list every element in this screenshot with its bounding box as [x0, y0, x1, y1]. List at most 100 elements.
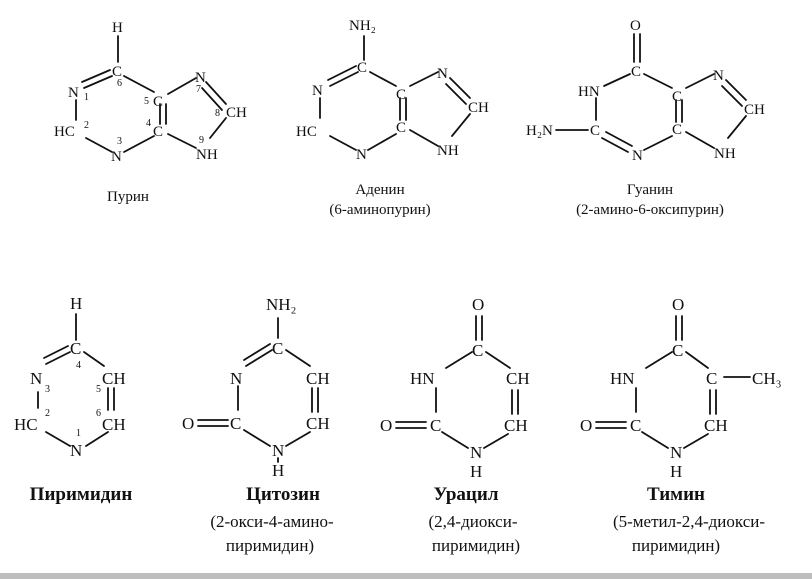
bond [685, 351, 709, 369]
atom-n9h: NH [196, 147, 218, 163]
bond [483, 433, 509, 449]
atom-c2: C [630, 416, 641, 435]
ring-number-6: 6 [96, 408, 101, 419]
bond [685, 73, 715, 89]
bond [329, 71, 359, 87]
atom-c6h: CH [704, 416, 728, 435]
ring-number-4: 4 [146, 118, 151, 129]
thymine-subtitle-line1: (5-метил-2,4-диокси- [612, 512, 766, 531]
atom-n1: N [670, 443, 682, 462]
bond [123, 135, 155, 153]
bond [85, 431, 109, 447]
bond [643, 135, 673, 151]
ring-number-2: 2 [84, 120, 89, 131]
ring-number-5: 5 [144, 96, 149, 107]
atom-c2: C [230, 414, 241, 433]
atom-c4: C [672, 122, 682, 138]
atom-hc2: HC [14, 415, 38, 434]
atom-c8h: CH [468, 100, 489, 116]
purine-name: Пурин [107, 189, 149, 205]
bond [683, 433, 709, 449]
atom-c2: C [430, 416, 441, 435]
guanine-name: Гуанин [626, 182, 674, 198]
atom-hn3: HN [410, 369, 435, 388]
atom-c4: C [396, 120, 406, 136]
atom-c8h: CH [226, 105, 247, 121]
atom-n7: N [437, 66, 448, 82]
bond [409, 129, 439, 147]
atom-o-left: O [380, 416, 392, 435]
thymine-subtitle-line2: пиримидин) [631, 536, 721, 555]
atom-c6h: CH [504, 416, 528, 435]
bond [409, 71, 439, 87]
atom-o: O [630, 18, 641, 34]
uracil-structure: O C HN CH O C CH N H [380, 295, 530, 481]
bottom-scrollbar-strip [0, 573, 812, 579]
cytosine-subtitle-line2: пиримидин) [225, 536, 315, 555]
bond [81, 69, 111, 83]
atom-nh2: NH₂ [349, 18, 376, 34]
atom-n7: N [713, 68, 724, 84]
atom-h: H [112, 20, 123, 36]
uracil-name: Урацил [433, 484, 499, 505]
atom-c5: C [706, 369, 717, 388]
atom-c2: C [590, 123, 600, 139]
atom-n1: N [68, 85, 79, 101]
bond [603, 73, 631, 87]
atom-c4: C [672, 341, 683, 360]
adenine-name: Аденин [355, 182, 405, 198]
guanine-subtitle: (2-амино-6-оксипурин) [576, 202, 724, 218]
cytosine-subtitle-line1: (2-окси-4-амино- [210, 512, 334, 531]
ring-number-1: 1 [76, 428, 81, 439]
pyrimidine-name: Пиримидин [29, 484, 133, 505]
bond [449, 77, 471, 99]
thymine-structure: O C HN C CH₃ O C CH N H [580, 295, 782, 481]
ring-number-2: 2 [45, 408, 50, 419]
atom-c5: C [153, 94, 163, 110]
ring-number-5: 5 [96, 384, 101, 395]
atom-n3: N [111, 149, 122, 165]
bond [245, 349, 273, 367]
atom-c6h: CH [102, 415, 126, 434]
ring-number-1: 1 [84, 92, 89, 103]
atom-c6: C [112, 64, 122, 80]
bond [243, 343, 271, 361]
bond [685, 131, 715, 149]
atom-hn1: HN [578, 84, 600, 100]
bond [367, 133, 397, 151]
atom-h: H [470, 462, 482, 481]
uracil-subtitle-line1: (2,4-диокси- [428, 512, 518, 531]
bond [43, 345, 69, 359]
bond [201, 87, 223, 111]
atom-h2n: H₂N [526, 123, 553, 139]
atom-c8h: CH [744, 102, 765, 118]
atom-c5h: CH [506, 369, 530, 388]
ring-number-3: 3 [45, 384, 50, 395]
bond [83, 351, 105, 367]
atom-c4: C [272, 339, 283, 358]
atom-hn3: HN [610, 369, 635, 388]
atom-ch3: CH₃ [752, 369, 782, 388]
bond [725, 79, 747, 101]
atom-n9h: NH [437, 143, 459, 159]
atom-c5h: CH [102, 369, 126, 388]
bond [601, 137, 629, 153]
bond [45, 351, 71, 365]
atom-o: O [182, 414, 194, 433]
atom-n3: N [30, 369, 42, 388]
bond [285, 431, 311, 447]
atom-o-top: O [472, 295, 484, 314]
atom-o-top: O [672, 295, 684, 314]
atom-n9h: NH [714, 146, 736, 162]
bond [445, 351, 473, 369]
bond [167, 77, 197, 95]
atom-n3: N [230, 369, 242, 388]
atom-c5: C [672, 89, 682, 105]
ring-number-8: 8 [215, 108, 220, 119]
bond [441, 431, 469, 449]
atom-c6h: CH [306, 414, 330, 433]
bond [641, 431, 669, 449]
atom-n7: N [195, 70, 206, 86]
